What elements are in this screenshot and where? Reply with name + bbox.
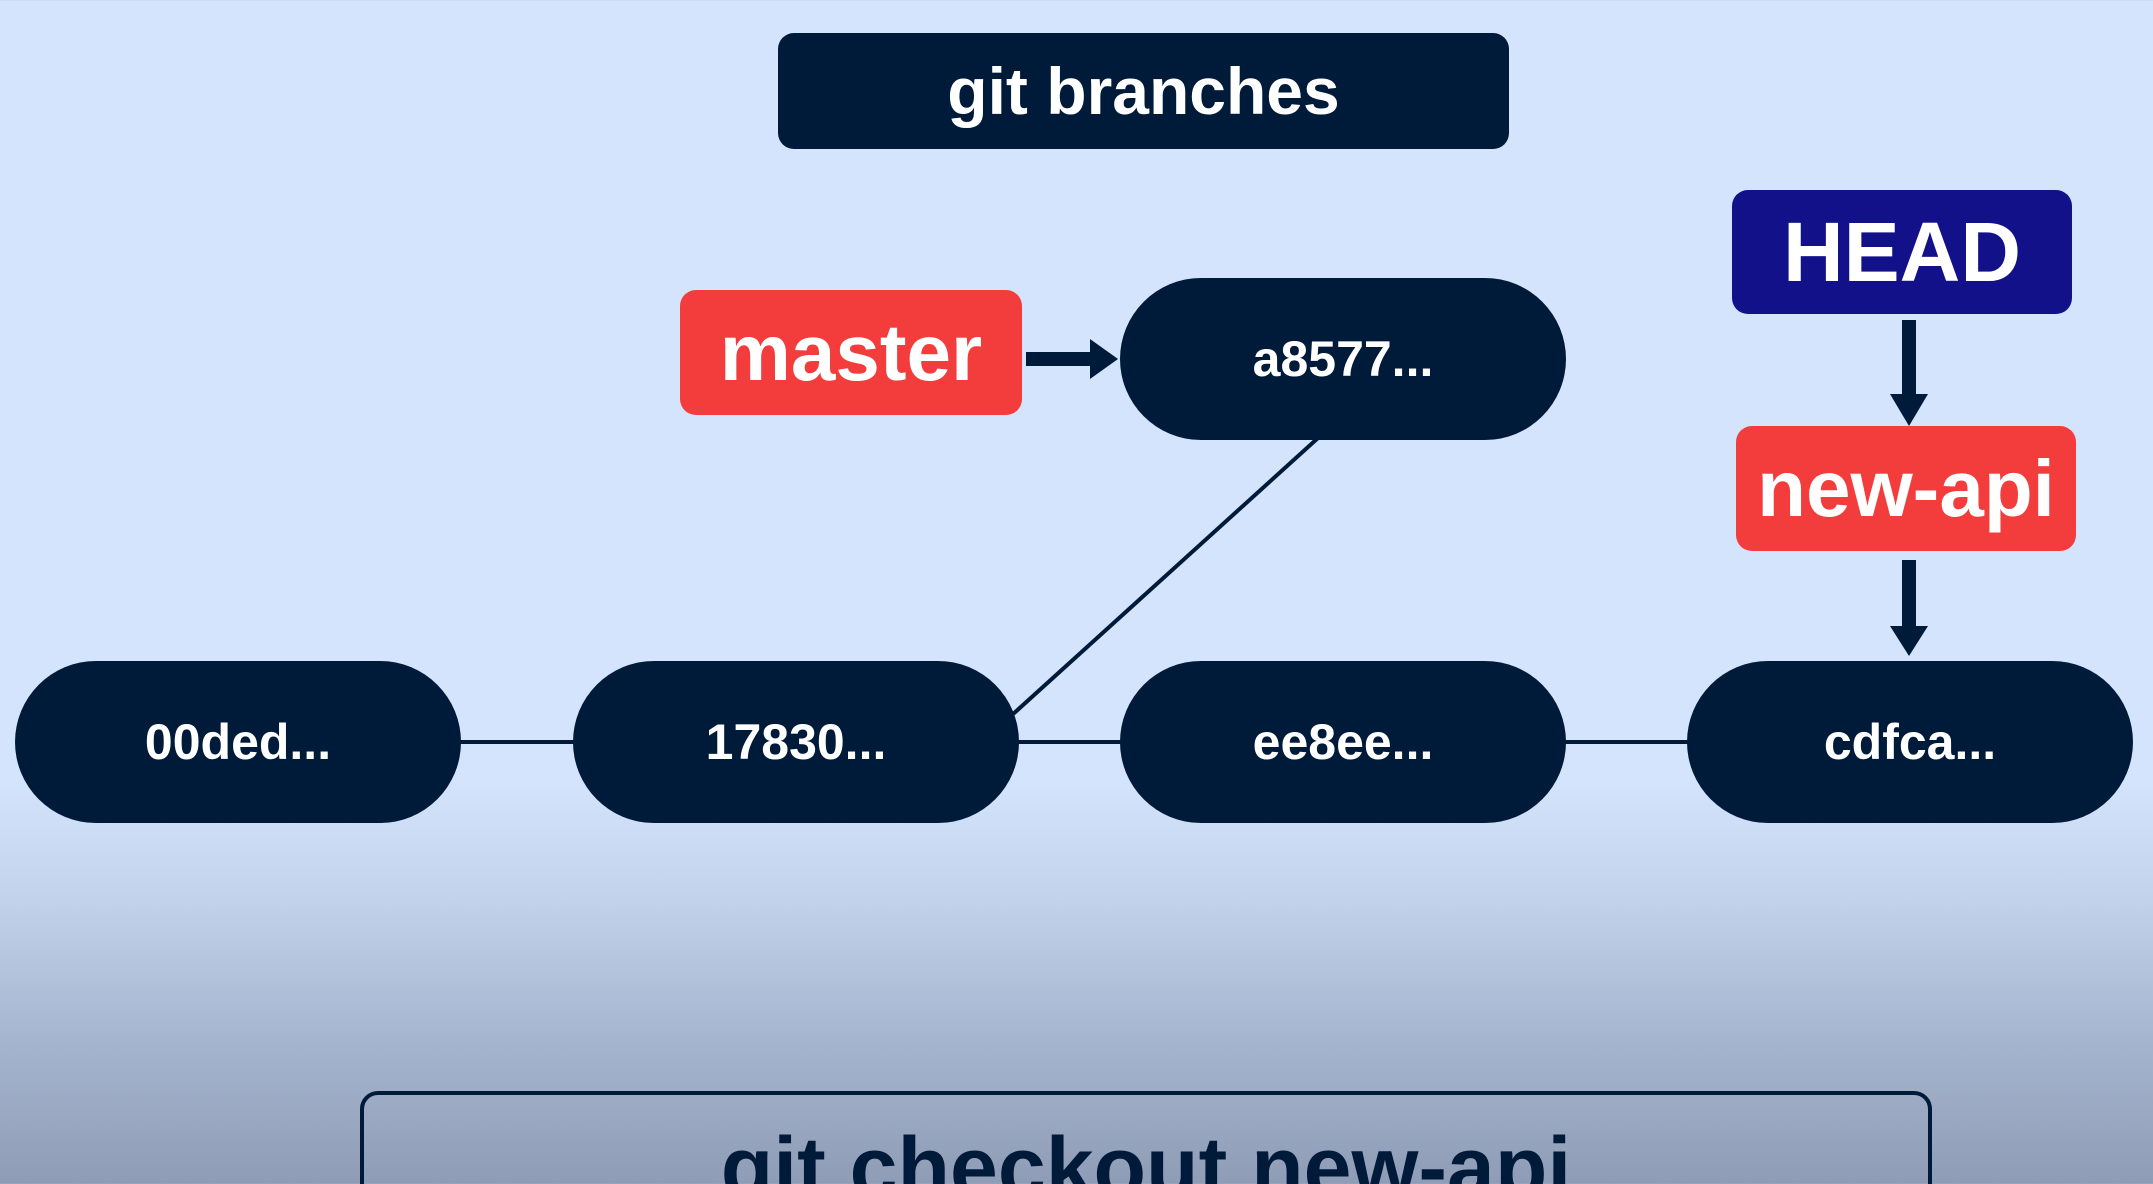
arrow-head-to-new-api: [1890, 320, 1928, 426]
command-text: git checkout new-api: [720, 1120, 1572, 1184]
arrow-master-to-a8577: [1026, 339, 1118, 379]
branch-master: master: [680, 290, 1022, 415]
commit-a8577: a8577...: [1120, 278, 1566, 440]
commit-17830: 17830...: [573, 661, 1019, 823]
command-caption: git checkout new-api: [360, 1091, 1932, 1184]
head-pointer: HEAD: [1732, 190, 2072, 314]
commit-00ded: 00ded...: [15, 661, 461, 823]
edge-17830-a8577: [1010, 436, 1320, 717]
branch-new-api: new-api: [1736, 426, 2076, 551]
commit-ee8ee: ee8ee...: [1120, 661, 1566, 823]
commit-cdfca: cdfca...: [1687, 661, 2133, 823]
diagram-title: git branches: [778, 33, 1509, 149]
arrow-new-api-to-cdfca: [1890, 560, 1928, 656]
